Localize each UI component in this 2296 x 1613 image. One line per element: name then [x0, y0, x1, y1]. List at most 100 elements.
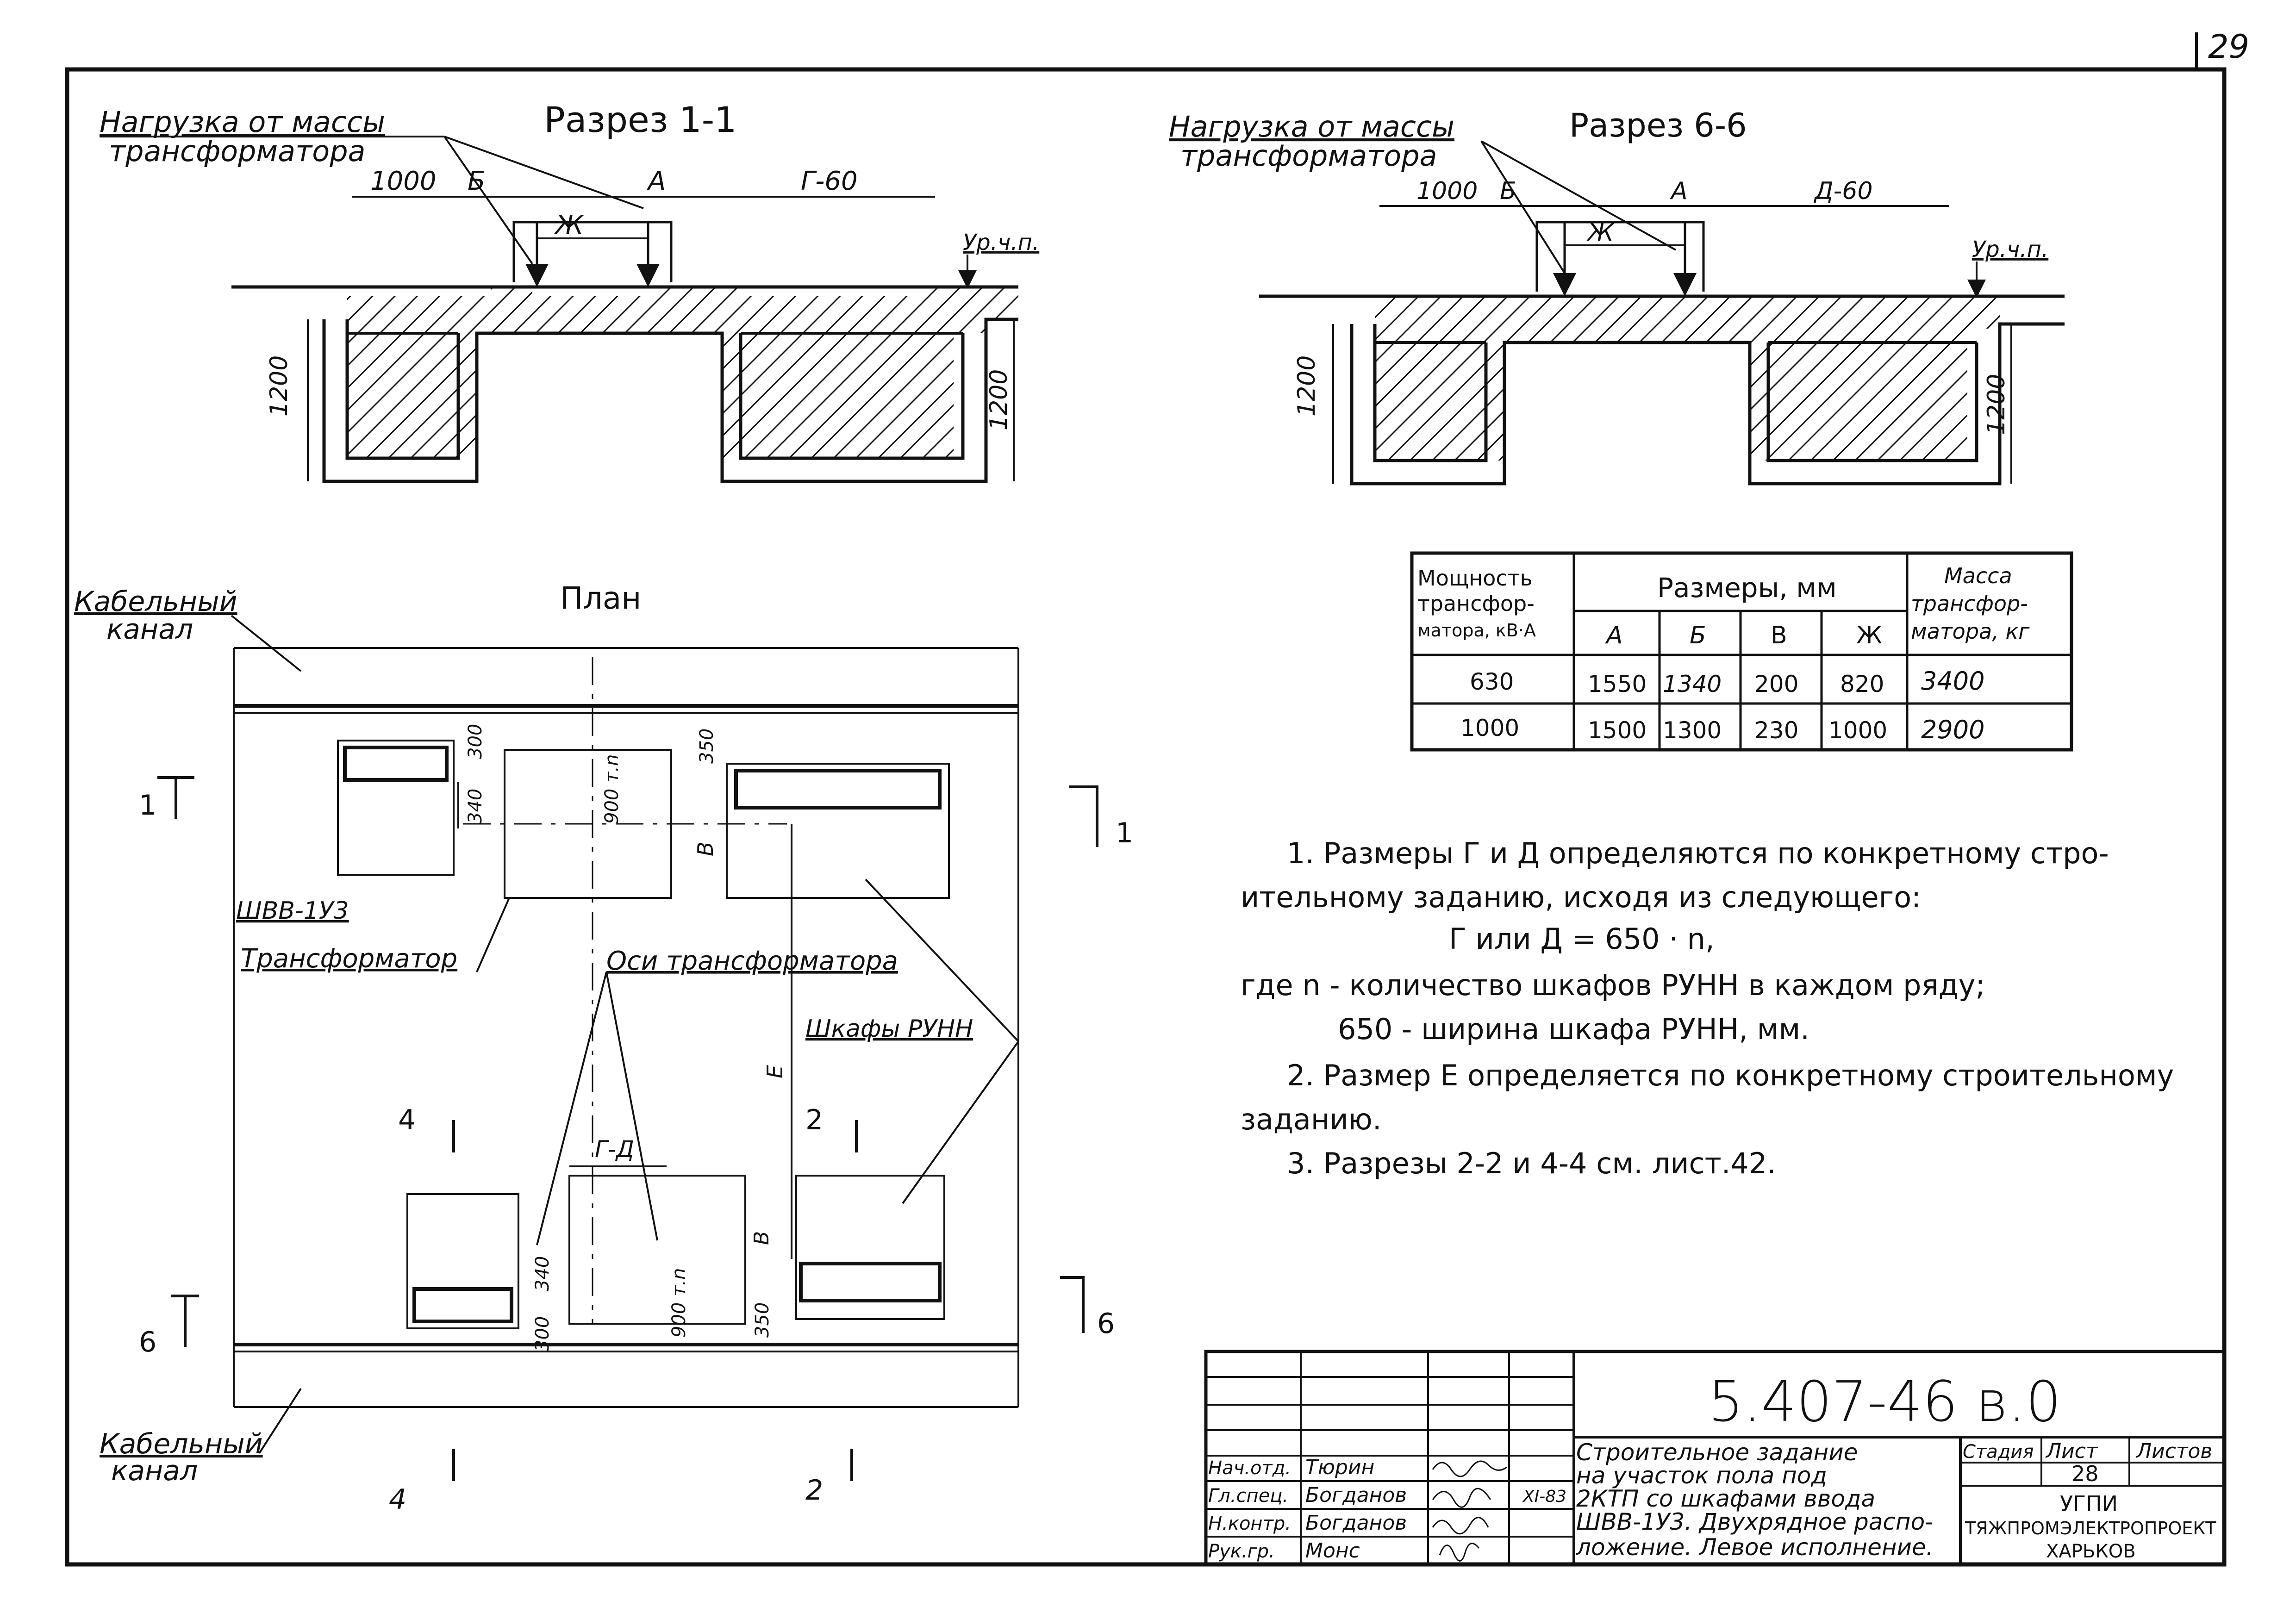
note-2-line-1: 2. Размер Е определяется по конкретному …	[1287, 1059, 2174, 1092]
section-1-1-outline	[231, 285, 1018, 483]
dim-350-bot: 350	[752, 1302, 773, 1338]
section-1-1-load-label-1: Нагрузка от массы	[100, 105, 385, 139]
cut-1-right-mark	[1069, 785, 1098, 847]
col-mass-l2: трансфор-	[1911, 591, 2028, 616]
section-6-6-outline	[1259, 294, 2065, 486]
cable-channel-bottom-2: канал	[111, 1455, 198, 1487]
signature-3	[1439, 1543, 1480, 1562]
dim-300-top: 300	[465, 724, 486, 759]
cabinets-label: Шкафы РУНН	[805, 1015, 973, 1043]
section-1-1-slab	[231, 287, 1018, 458]
section-1-1-title: Разрез 1-1	[544, 99, 737, 140]
axes-leader-2	[605, 972, 658, 1241]
dim-zh: Ж	[554, 210, 585, 240]
transformer-label: Трансформатор	[241, 944, 457, 974]
transformer-section-66	[1535, 221, 1705, 292]
row1-a: 1550	[1588, 671, 1647, 698]
row2-v: 230	[1754, 717, 1798, 744]
dim-zh-66: Ж	[1586, 219, 1615, 247]
cut-1-left: 1	[139, 789, 156, 822]
floor-level: Ур.ч.п.	[963, 230, 1039, 255]
table-sub-v: В	[1771, 622, 1787, 649]
depth-66-right: 1200	[1983, 374, 2010, 435]
plan-title: План	[560, 580, 641, 616]
dim-g60: Г-60	[801, 166, 858, 196]
role-0: Нач.отд.	[1208, 1457, 1291, 1479]
cut-4-top: 4	[398, 1104, 416, 1136]
cut-4-bottom: 4	[389, 1483, 406, 1516]
table-col-power: Мощность трансфор- матора, кВ·А	[1417, 566, 1541, 641]
runn-cabinet-strip-bottom	[799, 1262, 942, 1302]
cable-leader-bottom	[258, 1388, 302, 1454]
plan-view: План Кабельный канал 300 340 900 т.n 350…	[74, 580, 1133, 1516]
dim-340-top: 340	[465, 789, 486, 824]
description-5: ложение. Левое исполнение.	[1576, 1534, 1934, 1561]
note-2-line-2: заданию.	[1241, 1102, 1382, 1136]
table-sub-zh: Ж	[1856, 622, 1882, 649]
depth-66-left: 1200	[1293, 355, 1321, 417]
row1-zh: 820	[1840, 671, 1884, 698]
sheets-header: Листов	[2135, 1439, 2212, 1463]
title-block-frame	[1204, 1350, 2226, 1566]
signature-0	[1432, 1460, 1507, 1477]
dim-350-top: 350	[696, 729, 718, 764]
note-1-line-1: 1. Размеры Г и Д определяются по конкрет…	[1287, 836, 2109, 870]
row2-a: 1500	[1588, 717, 1647, 744]
cable-leader-top	[231, 615, 302, 672]
dim-gd: Г-Д	[595, 1136, 634, 1163]
note-3: 3. Разрезы 2-2 и 4-4 см. лист.42.	[1287, 1146, 1776, 1180]
page-number: 29	[2208, 28, 2249, 66]
role-3: Рук.гр.	[1208, 1541, 1275, 1562]
name-0: Тюрин	[1305, 1456, 1374, 1479]
runn-cabinets-bottom	[795, 1175, 945, 1320]
cut-2-top: 2	[805, 1104, 823, 1136]
description-3: 2КТП со шкафами ввода	[1576, 1485, 1875, 1512]
row2-zh: 1000	[1828, 717, 1887, 744]
dim-v-bot: В	[750, 1231, 774, 1245]
dim-340-bot: 340	[532, 1256, 553, 1291]
dim-900-top: 900 т.n	[601, 754, 623, 824]
runn-cabinet-strip-top	[734, 769, 942, 810]
org-1: УГПИ	[2060, 1491, 2118, 1516]
section-1-1-load-label-2: трансформатора	[109, 134, 366, 168]
depth-right: 1200	[985, 369, 1013, 430]
cable-channel-top-1: Кабельный	[74, 585, 237, 618]
cut-1-left-mark	[157, 776, 194, 819]
section-6-6-load-label-1: Нагрузка от массы	[1169, 110, 1454, 143]
load-leader-66b	[1481, 140, 1676, 251]
cut-6-left-mark	[171, 1295, 199, 1347]
name-1: Богданов	[1305, 1483, 1407, 1507]
row2-mass: 2900	[1921, 715, 1984, 744]
cut-1-right: 1	[1116, 817, 1133, 849]
row1-b: 1340	[1663, 671, 1722, 698]
sheet-value: 28	[2071, 1461, 2099, 1486]
dim-e: Е	[762, 1065, 787, 1078]
note-1-formula: Г или Д = 650 · n,	[1449, 922, 1715, 956]
floor-level-66: Ур.ч.п.	[1972, 237, 2048, 262]
date: XI-83	[1522, 1487, 1566, 1506]
description-4: ШВВ-1У3. Двухрядное распо-	[1576, 1508, 1933, 1535]
row1-power: 630	[1470, 668, 1514, 695]
note-1-line-2: ительному заданию, исходя из следующего:	[1241, 880, 1921, 914]
org-2: ТЯЖПРОМЭЛЕКТРОПРОЕКТ	[1965, 1518, 2216, 1538]
table-sub-a: А	[1605, 622, 1623, 649]
col-power-l2: трансфор-	[1417, 591, 1535, 616]
note-1-650: 650 - ширина шкафа РУНН, мм.	[1338, 1012, 1809, 1046]
shvv-cabinet-top	[337, 740, 455, 876]
section-6-6: Разрез 6-6 Нагрузка от массы трансформат…	[1169, 106, 2065, 486]
dim-a: А	[647, 166, 666, 196]
row2-b: 1300	[1663, 717, 1722, 744]
shvv-cabinet-bottom	[406, 1193, 519, 1329]
load-leader-66	[1480, 140, 1566, 274]
axes-leader-1	[536, 972, 607, 1246]
description-1: Строительное задание	[1576, 1439, 1858, 1466]
col-mass-l3: матора, кг	[1911, 619, 2030, 644]
dim-1000: 1000	[370, 166, 437, 196]
description-2: на участок пола под	[1576, 1462, 1827, 1489]
cable-channel-top-2: канал	[106, 613, 193, 646]
col-mass-l1: Масса	[1944, 563, 2012, 588]
org-3: ХАРЬКОВ	[2046, 1541, 2136, 1562]
row2-power: 1000	[1460, 715, 1519, 741]
signature-2	[1432, 1517, 1489, 1535]
table-col-mass: Масса трансфор- матора, кг	[1911, 563, 2034, 644]
